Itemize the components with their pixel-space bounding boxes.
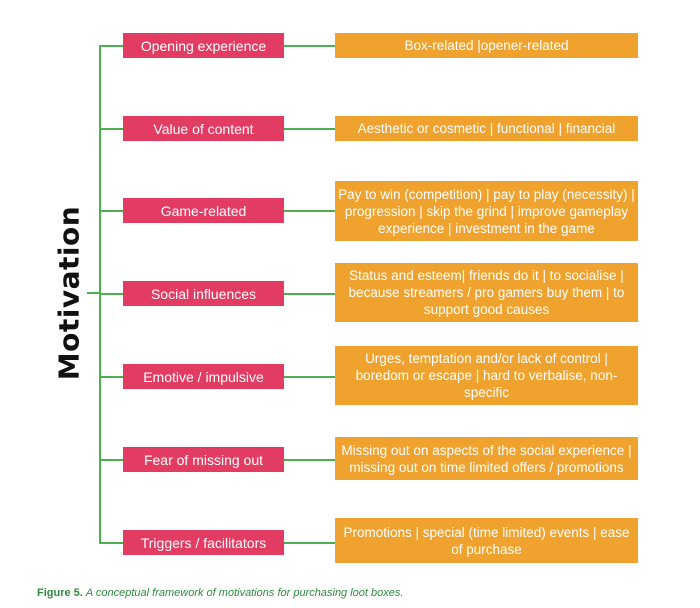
link-connector [284, 376, 335, 378]
diagram-title: Motivation [52, 205, 86, 381]
title-connector [87, 292, 100, 294]
branch-connector [99, 376, 124, 378]
link-connector [284, 45, 335, 47]
description-game-related: Pay to win (competition) | pay to play (… [335, 181, 638, 241]
description-opening-experience: Box-related |opener-related [335, 33, 638, 58]
category-triggers-facilitators: Triggers / facilitators [123, 530, 284, 555]
category-value-of-content: Value of content [123, 116, 284, 141]
link-connector [284, 542, 335, 544]
link-connector [284, 459, 335, 461]
link-connector [284, 210, 335, 212]
description-value-of-content: Aesthetic or cosmetic | functional | fin… [335, 116, 638, 141]
figure-caption: Figure 5. A conceptual framework of moti… [37, 587, 403, 599]
branch-connector [99, 210, 124, 212]
link-connector [284, 128, 335, 130]
branch-connector [99, 459, 124, 461]
category-emotive-impulsive: Emotive / impulsive [123, 364, 284, 389]
branch-connector [99, 128, 124, 130]
caption-text: A conceptual framework of motivations fo… [85, 587, 404, 599]
branch-connector [99, 293, 124, 295]
branch-connector [99, 45, 124, 47]
description-social-influences: Status and esteem| friends do it | to so… [335, 263, 638, 322]
category-social-influences: Social influences [123, 281, 284, 306]
branch-connector [99, 542, 124, 544]
category-game-related: Game-related [123, 198, 284, 223]
description-emotive-impulsive: Urges, temptation and/or lack of control… [335, 346, 638, 405]
caption-label: Figure 5. [37, 587, 83, 599]
description-triggers-facilitators: Promotions | special (time limited) even… [335, 518, 638, 563]
description-fear-of-missing-out: Missing out on aspects of the social exp… [335, 437, 638, 480]
category-fear-of-missing-out: Fear of missing out [123, 447, 284, 472]
category-opening-experience: Opening experience [123, 33, 284, 58]
link-connector [284, 293, 335, 295]
